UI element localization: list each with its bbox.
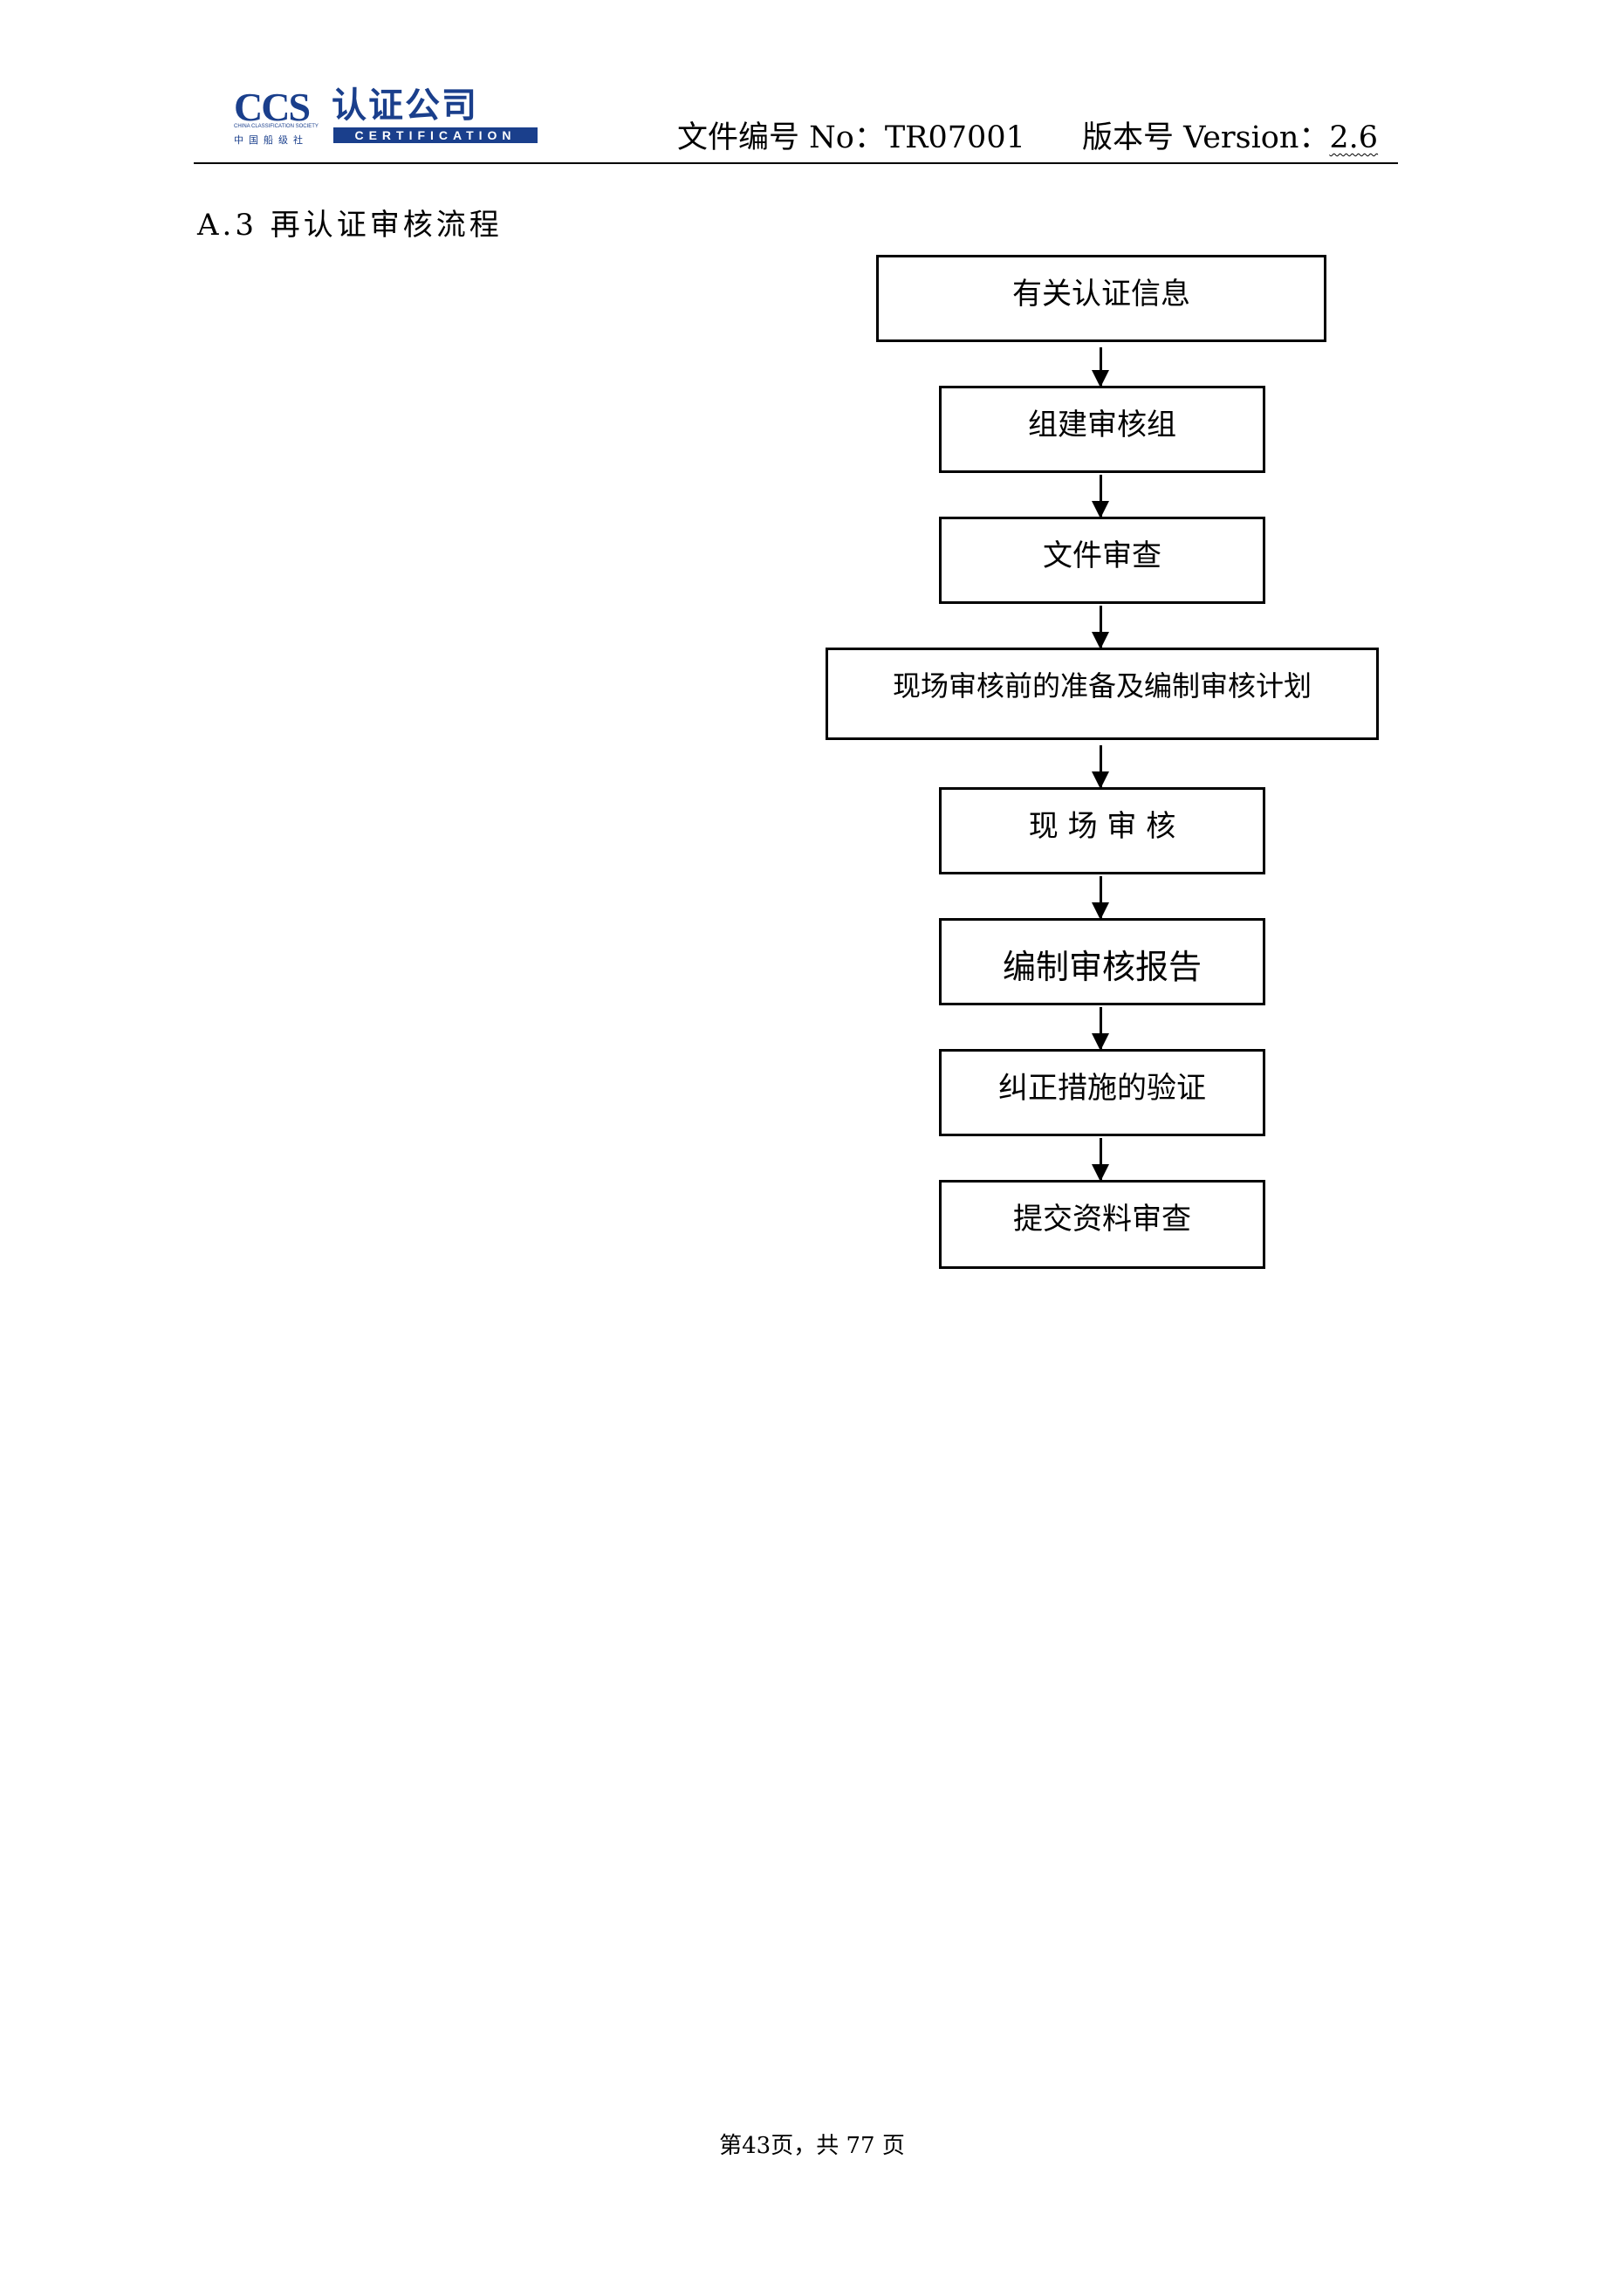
logo-ccs-text: CCS xyxy=(234,85,311,129)
flow-arrow xyxy=(1092,1138,1109,1182)
flow-step-onsite-audit: 现 场 审 核 xyxy=(939,787,1265,874)
header-rule xyxy=(194,162,1398,164)
flow-arrow xyxy=(1092,876,1109,920)
version-label: 版本号 Version： xyxy=(1082,120,1330,155)
flow-step-form-audit-team: 组建审核组 xyxy=(939,386,1265,473)
document-number-label: 文件编号 No： xyxy=(677,120,885,155)
flow-step-audit-preparation-and-plan: 现场审核前的准备及编制审核计划 xyxy=(826,648,1379,740)
flow-arrow xyxy=(1092,745,1109,789)
logo-cn-small-text: 中国船级社 xyxy=(234,134,308,146)
flow-step-label: 组建审核组 xyxy=(1028,408,1176,442)
logo-certification-bar: CERTIFICATION xyxy=(333,127,538,143)
flow-arrow xyxy=(1092,606,1109,649)
flow-step-certification-info: 有关认证信息 xyxy=(876,255,1326,342)
flow-step-submit-documents-review: 提交资料审查 xyxy=(939,1180,1265,1269)
flow-arrow xyxy=(1092,475,1109,518)
flow-step-corrective-action-verification: 纠正措施的验证 xyxy=(939,1049,1265,1136)
flow-step-label: 文件审查 xyxy=(1043,538,1161,573)
flow-step-label: 提交资料审查 xyxy=(1013,1202,1191,1237)
flow-step-label: 纠正措施的验证 xyxy=(998,1071,1206,1106)
flow-step-audit-report: 编制审核报告 xyxy=(939,918,1265,1005)
flow-arrow xyxy=(1092,347,1109,387)
flow-step-document-review: 文件审查 xyxy=(939,517,1265,604)
section-title: A.3 再认证审核流程 xyxy=(197,208,503,243)
flow-step-label: 编制审核报告 xyxy=(1002,948,1202,986)
page-footer: 第43页，共 77 页 xyxy=(719,2133,905,2159)
version-value: 2.6 xyxy=(1329,120,1379,155)
flow-step-label: 现场审核前的准备及编制审核计划 xyxy=(892,669,1312,703)
document-version: 版本号 Version：2.6 xyxy=(1082,119,1378,157)
ccs-certification-logo: CCS CHINA CLASSIFICATION SOCIETY 中国船级社 认… xyxy=(234,85,541,146)
logo-ccs-subtitle: CHINA CLASSIFICATION SOCIETY xyxy=(234,124,319,129)
flow-arrow xyxy=(1092,1007,1109,1051)
document-number: 文件编号 No：TR07001 xyxy=(677,119,1025,157)
document-number-value: TR07001 xyxy=(884,120,1025,155)
logo-cn-name: 认证公司 xyxy=(332,86,478,126)
flow-step-label: 现 场 审 核 xyxy=(1028,809,1176,844)
flow-step-label: 有关认证信息 xyxy=(1012,277,1190,312)
